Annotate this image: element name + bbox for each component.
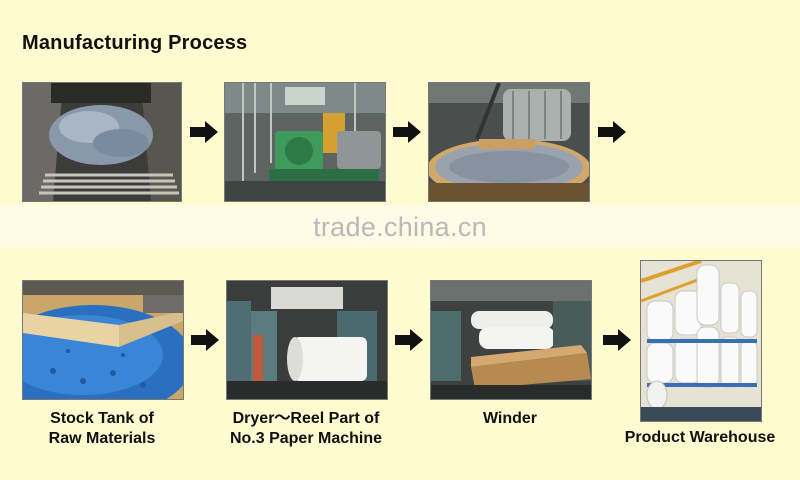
photo-drum-vat	[428, 82, 590, 202]
arrow-right-icon	[190, 121, 218, 143]
photo-winder	[430, 280, 592, 400]
watermark: trade.china.cn	[313, 212, 487, 242]
arrow-right-icon	[603, 329, 631, 351]
caption-line: Winder	[482, 410, 538, 427]
caption-winder: Winder	[430, 409, 590, 429]
caption-line: Raw Materials	[48, 430, 156, 447]
photo-refiner-machinery	[224, 82, 386, 202]
caption-dryer-reel: Dryer～Reel Part of No.3 Paper Machine	[206, 409, 406, 449]
photo-dryer-reel	[226, 280, 388, 400]
caption-line: No.3 Paper Machine	[229, 430, 383, 447]
arrow-right-icon	[191, 329, 219, 351]
photo-product-warehouse	[640, 260, 762, 422]
caption-stock-tank: Stock Tank of Raw Materials	[12, 409, 192, 449]
caption-product-warehouse: Product Warehouse	[604, 428, 796, 448]
arrow-right-icon	[598, 121, 626, 143]
photo-pulp-chute	[22, 82, 182, 202]
page-title: Manufacturing Process	[22, 32, 248, 54]
caption-line: Stock Tank of	[50, 410, 154, 427]
caption-line: Dryer～Reel Part of	[232, 410, 380, 427]
caption-line: Product Warehouse	[624, 429, 776, 446]
arrow-right-icon	[393, 121, 421, 143]
photo-stock-tank	[22, 280, 184, 400]
caption-band-blank	[0, 205, 800, 247]
arrow-right-icon	[395, 329, 423, 351]
